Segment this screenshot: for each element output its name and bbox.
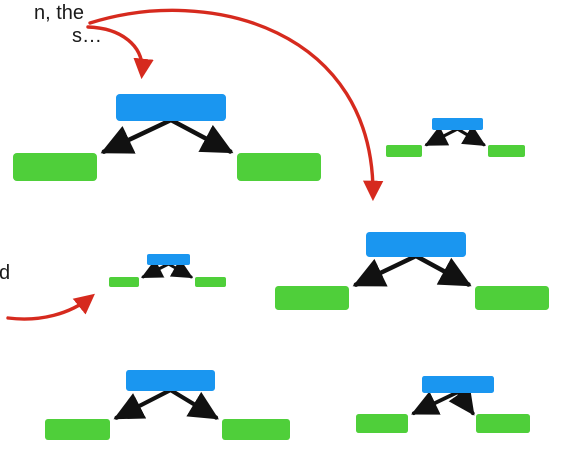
tree-3-blue-box: [366, 232, 466, 257]
tree-2-arrow-right: [455, 125, 486, 147]
caption-line-3: d: [0, 262, 11, 284]
tree-3-arrow-left: [352, 253, 419, 287]
tree-1-green-box-right: [237, 153, 321, 181]
tree-1: [13, 94, 321, 181]
red-connector-arrow-2: [88, 8, 384, 202]
tree-6-blue-box: [422, 376, 494, 393]
red-connector-arrow-1: [86, 25, 154, 80]
caption-line-1: n, the: [34, 2, 85, 24]
tree-6-arrow-right: [448, 386, 475, 416]
tree-4-green-box-left: [109, 277, 139, 287]
tree-1-arrow-left: [100, 117, 174, 154]
trees-layer: [13, 94, 549, 440]
tree-5-green-box-left: [45, 419, 110, 440]
tree-3-green-box-left: [275, 286, 349, 310]
tree-5-green-box-right: [222, 419, 290, 440]
tree-3-arrow-right: [413, 253, 472, 287]
caption-line-2: s…: [72, 25, 102, 47]
tree-6-arrow-left: [411, 390, 460, 416]
tree-1-green-box-left: [13, 153, 97, 181]
tree-3: [275, 232, 549, 310]
tree-6-green-box-right: [476, 414, 530, 433]
tree-6-green-box-left: [356, 414, 408, 433]
tree-5: [45, 370, 290, 440]
tree-2-blue-box: [432, 118, 483, 130]
tree-4-arrow-left: [141, 259, 170, 279]
tree-4-blue-box: [147, 254, 190, 265]
tree-5-arrow-right: [168, 387, 219, 420]
tree-5-arrow-left: [113, 387, 173, 420]
tree-2-arrow-left: [424, 125, 460, 147]
tree-2: [386, 118, 525, 157]
tree-3-green-box-right: [475, 286, 549, 310]
tree-4-arrow-right: [167, 258, 194, 279]
tree-5-blue-box: [126, 370, 215, 391]
tree-4: [109, 254, 226, 287]
tree-2-green-box-left: [386, 145, 422, 157]
tree-1-blue-box: [116, 94, 226, 121]
tree-2-green-box-right: [488, 145, 525, 157]
tree-1-arrow-right: [168, 117, 234, 154]
connectors-layer: [6, 8, 384, 321]
tree-6: [356, 376, 530, 433]
tree-4-green-box-right: [195, 277, 226, 287]
red-connector-arrow-3: [6, 293, 95, 321]
